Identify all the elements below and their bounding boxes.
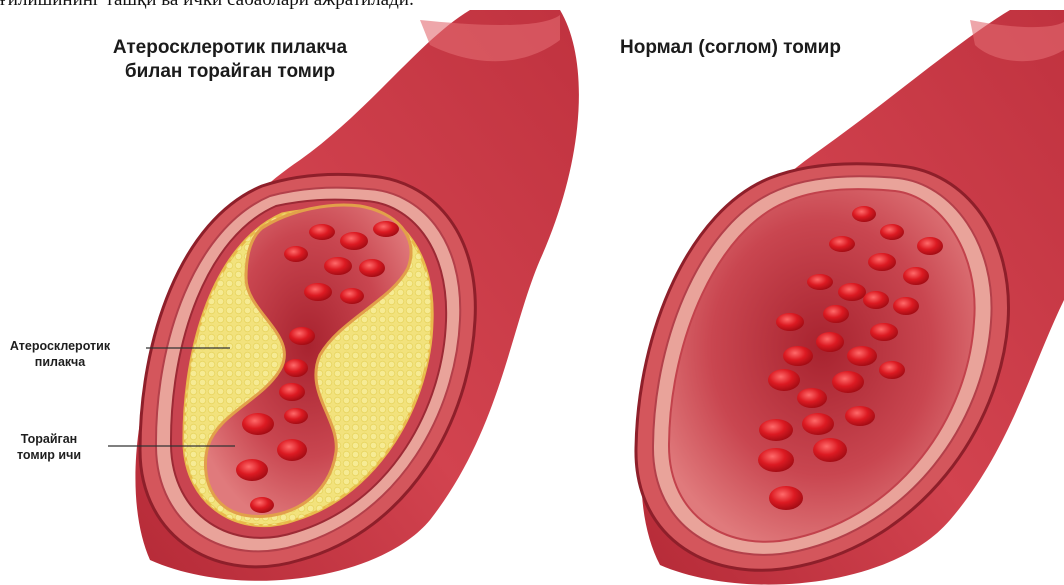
blood-cell (242, 413, 274, 435)
blood-cell (797, 388, 827, 408)
left-heading-line2: билан торайган томир (60, 60, 400, 84)
blood-cell (783, 346, 813, 366)
blood-cell (304, 283, 332, 301)
blood-cell (324, 257, 352, 275)
blood-cell (903, 267, 929, 285)
blood-cell (768, 369, 800, 391)
blood-cell (802, 413, 834, 435)
blood-cell (917, 237, 943, 255)
lumen-label: Торайган томир ичи (4, 431, 94, 463)
blood-cell (236, 459, 268, 481)
blood-cell (759, 419, 793, 441)
blood-cell (863, 291, 889, 309)
blood-cell (852, 206, 876, 222)
blood-cell (807, 274, 833, 290)
plaque-label-line2: пилакча (4, 354, 116, 370)
blood-cell (845, 406, 875, 426)
blood-cell (373, 221, 399, 237)
blood-cell (868, 253, 896, 271)
blood-cell (893, 297, 919, 315)
lumen-label-line2: томир ичи (4, 447, 94, 463)
blood-cell (279, 383, 305, 401)
blood-cell (813, 438, 847, 462)
blood-cell (284, 408, 308, 424)
blood-cell (847, 346, 877, 366)
blood-cell (823, 305, 849, 323)
blood-cell (277, 439, 307, 461)
blood-cell (838, 283, 866, 301)
blood-cell (829, 236, 855, 252)
blood-cell (250, 497, 274, 513)
right-heading-text: Нормал (соглом) томир (620, 36, 920, 60)
blood-cell (880, 224, 904, 240)
blood-cell (870, 323, 898, 341)
blood-cell (816, 332, 844, 352)
blood-cell (776, 313, 804, 331)
blood-cell (340, 232, 368, 250)
blood-cell (284, 246, 308, 262)
right-panel-heading: Нормал (соглом) томир (620, 36, 920, 60)
blood-cell (769, 486, 803, 510)
left-heading-line1: Атеросклеротик пилакча (60, 36, 400, 60)
blood-cell (289, 327, 315, 345)
plaque-label: Атеросклеротик пилакча (4, 338, 116, 370)
plaque-label-line1: Атеросклеротик (4, 338, 116, 354)
blood-cell (340, 288, 364, 304)
blood-cell (832, 371, 864, 393)
blood-cell (879, 361, 905, 379)
blood-cell (309, 224, 335, 240)
blood-cell (359, 259, 385, 277)
blood-cell (284, 359, 308, 377)
blood-cell (758, 448, 794, 472)
left-panel-heading: Атеросклеротик пилакча билан торайган то… (60, 36, 400, 84)
lumen-label-line1: Торайган (4, 431, 94, 447)
